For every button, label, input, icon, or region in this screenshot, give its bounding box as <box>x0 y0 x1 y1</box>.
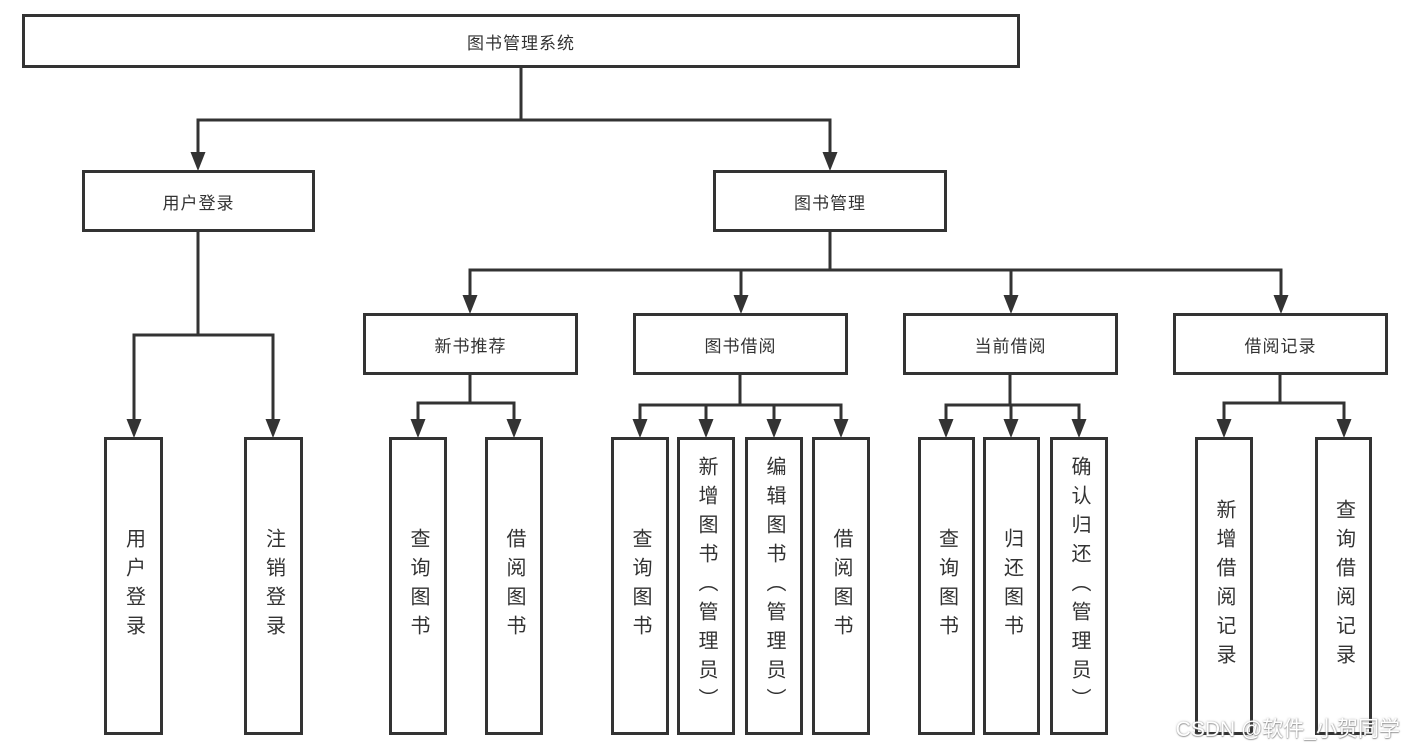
node-label: 新增借阅记录 <box>1213 499 1235 673</box>
arrow-icon <box>938 419 954 438</box>
csdn-watermark: CSDN @软件_小贺同学 <box>1175 718 1400 741</box>
arrow-icon <box>126 419 142 438</box>
node-label: 查询图书 <box>935 528 958 644</box>
node-label: 查询图书 <box>629 528 651 644</box>
node-user-login: 用户登录 <box>82 170 315 232</box>
arrow-icon <box>698 419 714 438</box>
node-label: 当前借阅 <box>974 336 1047 356</box>
arrow-icon <box>1071 419 1087 438</box>
node-label: 查询借阅记录 <box>1332 499 1355 673</box>
leaf-query-books-borrow: 查询图书 <box>611 437 669 735</box>
arrow-icon <box>265 419 281 438</box>
arrow-icon <box>506 419 522 438</box>
leaf-borrow-books: 借阅图书 <box>812 437 870 735</box>
node-label: 新书推荐 <box>434 336 507 356</box>
leaf-query-borrow-record: 查询借阅记录 <box>1315 437 1372 735</box>
leaf-query-books-current: 查询图书 <box>918 437 975 735</box>
node-label: 图书管理系统 <box>467 33 575 53</box>
node-label: 图书管理 <box>794 193 866 213</box>
leaf-borrow-books-recommend: 借阅图书 <box>485 437 543 735</box>
node-label: 用户登录 <box>122 528 145 644</box>
arrow-icon <box>733 295 749 314</box>
arrow-icon <box>190 152 206 171</box>
leaf-confirm-return-admin: 确认归还（管理员） <box>1050 437 1108 735</box>
arrow-icon <box>1273 295 1289 314</box>
node-library-system: 图书管理系统 <box>22 14 1020 68</box>
node-label: 查询图书 <box>407 528 429 644</box>
node-label: 借阅图书 <box>830 528 852 644</box>
node-label: 图书借阅 <box>704 336 777 356</box>
leaf-edit-books-admin: 编辑图书（管理员） <box>745 437 803 735</box>
node-label: 借阅图书 <box>503 528 525 644</box>
arrow-icon <box>632 419 648 438</box>
arrow-icon <box>766 419 782 438</box>
node-label: 编辑图书（管理员） <box>763 455 785 717</box>
leaf-return-books: 归还图书 <box>983 437 1040 735</box>
arrow-icon <box>410 419 426 438</box>
node-new-book-recommend: 新书推荐 <box>363 313 578 375</box>
leaf-logout: 注销登录 <box>244 437 303 735</box>
arrow-icon <box>833 419 849 438</box>
node-label: 确认归还（管理员） <box>1068 455 1090 717</box>
node-label: 借阅记录 <box>1244 336 1317 356</box>
arrow-icon <box>822 152 838 171</box>
node-book-management: 图书管理 <box>713 170 947 232</box>
node-label: 归还图书 <box>1000 528 1023 644</box>
leaf-user-login: 用户登录 <box>104 437 163 735</box>
arrow-icon <box>1003 295 1019 314</box>
node-label: 用户登录 <box>162 193 235 213</box>
node-label: 新增图书（管理员） <box>695 455 717 717</box>
node-borrow-records: 借阅记录 <box>1173 313 1388 375</box>
node-current-borrow: 当前借阅 <box>903 313 1118 375</box>
leaf-add-books-admin: 新增图书（管理员） <box>677 437 735 735</box>
arrow-icon <box>1336 419 1352 438</box>
arrow-icon <box>1003 419 1019 438</box>
arrow-icon <box>1216 419 1232 438</box>
arrow-icon <box>462 295 478 314</box>
leaf-add-borrow-record: 新增借阅记录 <box>1195 437 1253 735</box>
node-label: 注销登录 <box>262 528 285 644</box>
leaf-query-books-recommend: 查询图书 <box>389 437 447 735</box>
node-book-borrow: 图书借阅 <box>633 313 848 375</box>
